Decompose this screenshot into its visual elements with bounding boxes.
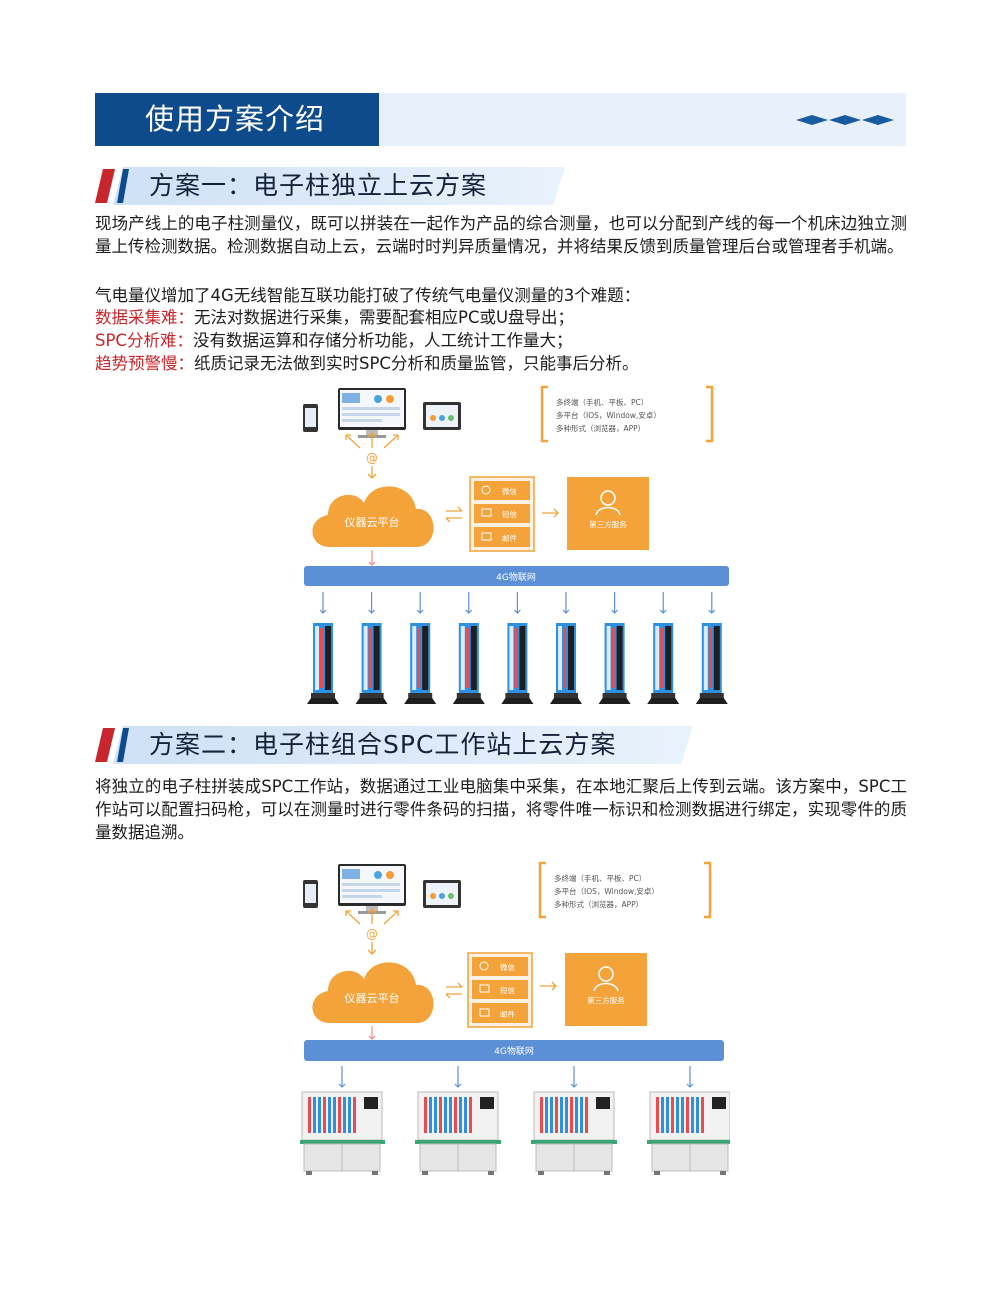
user-icon (600, 490, 616, 506)
section1-title: 方案一：电子柱独立上云方案 (149, 171, 488, 200)
upload-arrows (345, 908, 399, 925)
third-party-box: 第三方服务 (567, 477, 649, 550)
heading-background (113, 167, 565, 205)
upload-arrows (345, 432, 399, 449)
at-symbol: @ (366, 927, 378, 941)
diagram-svg: @ 多终端（手机、平板、PC） 多平台（IOS，Window,安卓） 多种形式（… (300, 861, 730, 1175)
third-party-box: 第三方服务 (565, 953, 647, 1026)
channel-label: 微信 (502, 486, 517, 496)
network-label: 4G物联网 (496, 571, 536, 583)
problem-item: 数据采集难：无法对数据进行采集，需要配套相应PC或U盘导出； (95, 306, 574, 329)
terminal-line: 多平台（IOS，Window,安卓） (556, 410, 661, 420)
network-bar (304, 566, 729, 586)
electronic-column-icon (501, 592, 534, 704)
blue-marker-icon (117, 728, 129, 762)
spc-workstation-icon (300, 1066, 385, 1175)
blue-marker-icon (117, 169, 129, 203)
cloud-icon: 仪器云平台 (312, 486, 434, 547)
red-marker-icon (95, 728, 115, 762)
terminals-box: 多终端（手机、平板、PC） 多平台（IOS，Window,安卓） 多种形式（浏览… (538, 861, 712, 919)
arrow-down-icon (368, 1026, 376, 1040)
columns-group (307, 592, 728, 704)
header-banner: 使用方案介绍 (95, 93, 906, 146)
section2-intro: 将独立的电子柱拼装成SPC工作站，数据通过工业电脑集中采集，在本地汇聚后上传到云… (95, 777, 907, 842)
phone-icon (303, 880, 318, 908)
problem-label: SPC分析难： (95, 331, 193, 350)
mail-icon (481, 532, 492, 541)
electronic-column-icon (307, 592, 339, 704)
electronic-column-icon (695, 592, 728, 704)
problem-label: 趋势预警慢： (95, 354, 194, 373)
monitor-icon (338, 864, 406, 914)
red-marker-icon (95, 169, 115, 203)
section1-intro: 现场产线上的电子柱测量仪，既可以拼装在一起作为产品的综合测量，也可以分配到产线的… (95, 214, 907, 256)
electronic-column-icon (452, 592, 485, 704)
diagram-standalone-cloud: @ 多终端（手机、平板、PC） 多平台（IOS，Window,安卓） 多种形式（… (300, 385, 730, 705)
spc-workstation-icon (415, 1066, 501, 1175)
channel-label: 短信 (502, 509, 517, 519)
monitor-icon (338, 388, 406, 438)
third-party-label: 第三方服务 (589, 519, 627, 529)
terminal-line: 多终端（手机、平板、PC） (556, 397, 648, 407)
channels-box: 微信 短信 邮件 (469, 476, 535, 552)
diagram-workstation-cloud: @ 多终端（手机、平板、PC） 多平台（IOS，Window,安卓） 多种形式（… (300, 861, 730, 1176)
wechat-icon (479, 961, 489, 971)
channel-label: 微信 (500, 962, 515, 972)
problem-text: 无法对数据进行采集，需要配套相应PC或U盘导出； (194, 308, 575, 327)
cloud-label: 仪器云平台 (345, 991, 400, 1005)
terminal-line: 多平台（IOS，Window,安卓） (554, 886, 659, 896)
electronic-column-icon (404, 592, 437, 704)
channels-box: 微信 短信 邮件 (467, 952, 533, 1028)
terminal-line: 多种形式（浏览器，APP） (554, 899, 643, 909)
terminal-line: 多终端（手机、平板、PC） (554, 873, 646, 883)
electronic-column-icon (598, 592, 631, 704)
third-party-label: 第三方服务 (587, 995, 625, 1005)
cloud-label: 仪器云平台 (345, 515, 400, 529)
page-title: 使用方案介绍 (95, 93, 379, 146)
electronic-column-icon (647, 592, 680, 704)
electronic-column-icon (550, 592, 582, 704)
arrow-down-icon (368, 550, 376, 566)
at-symbol: @ (366, 451, 378, 465)
at-arrow-icon (367, 466, 377, 479)
problem-text: 没有数据运算和存储分析功能，人工统计工作量大； (192, 331, 573, 350)
terminals-box: 多终端（手机、平板、PC） 多平台（IOS，Window,安卓） 多种形式（浏览… (540, 385, 714, 443)
workstations-group (300, 1066, 730, 1175)
sync-arrows-icon (445, 982, 463, 999)
electronic-column-icon (355, 592, 388, 704)
channel-label: 邮件 (502, 533, 517, 543)
sms-icon (479, 984, 490, 993)
heading-background (113, 726, 693, 764)
sms-icon (481, 508, 492, 517)
section2-heading: 方案二：电子柱组合SPC工作站上云方案 (95, 726, 695, 764)
wechat-icon (481, 485, 491, 495)
problem-label: 数据采集难： (95, 308, 194, 327)
problem-text: 纸质记录无法做到实时SPC分析和质量监管，只能事后分析。 (194, 354, 639, 373)
network-label: 4G物联网 (494, 1045, 534, 1057)
sync-arrows-icon (445, 506, 463, 523)
spc-workstation-icon (647, 1066, 730, 1175)
spc-workstation-icon (531, 1066, 617, 1175)
terminal-line: 多种形式（浏览器，APP） (556, 423, 645, 433)
cloud-icon: 仪器云平台 (312, 962, 434, 1023)
section2-title: 方案二：电子柱组合SPC工作站上云方案 (149, 730, 617, 759)
problems-intro: 气电量仪增加了4G无线智能互联功能打破了传统气电量仪测量的3个难题： (95, 286, 641, 305)
decoration-diamonds-icon (796, 115, 894, 125)
phone-icon (303, 404, 318, 432)
network-bar (304, 1040, 724, 1061)
mail-icon (479, 1008, 490, 1017)
arrow-right-icon (542, 508, 559, 518)
section1-heading: 方案一：电子柱独立上云方案 (95, 167, 565, 205)
user-icon (598, 966, 614, 982)
at-arrow-icon (367, 942, 377, 955)
tablet-icon (423, 880, 461, 908)
channel-label: 短信 (500, 985, 515, 995)
diagram-svg: @ 多终端（手机、平板、PC） 多平台（IOS，Window,安卓） 多种形式（… (303, 385, 729, 704)
tablet-icon (423, 402, 461, 430)
arrow-right-icon (540, 981, 557, 991)
problem-item: SPC分析难：没有数据运算和存储分析功能，人工统计工作量大； (95, 329, 572, 352)
problem-item: 趋势预警慢：纸质记录无法做到实时SPC分析和质量监管，只能事后分析。 (95, 352, 638, 375)
channel-label: 邮件 (500, 1009, 515, 1019)
